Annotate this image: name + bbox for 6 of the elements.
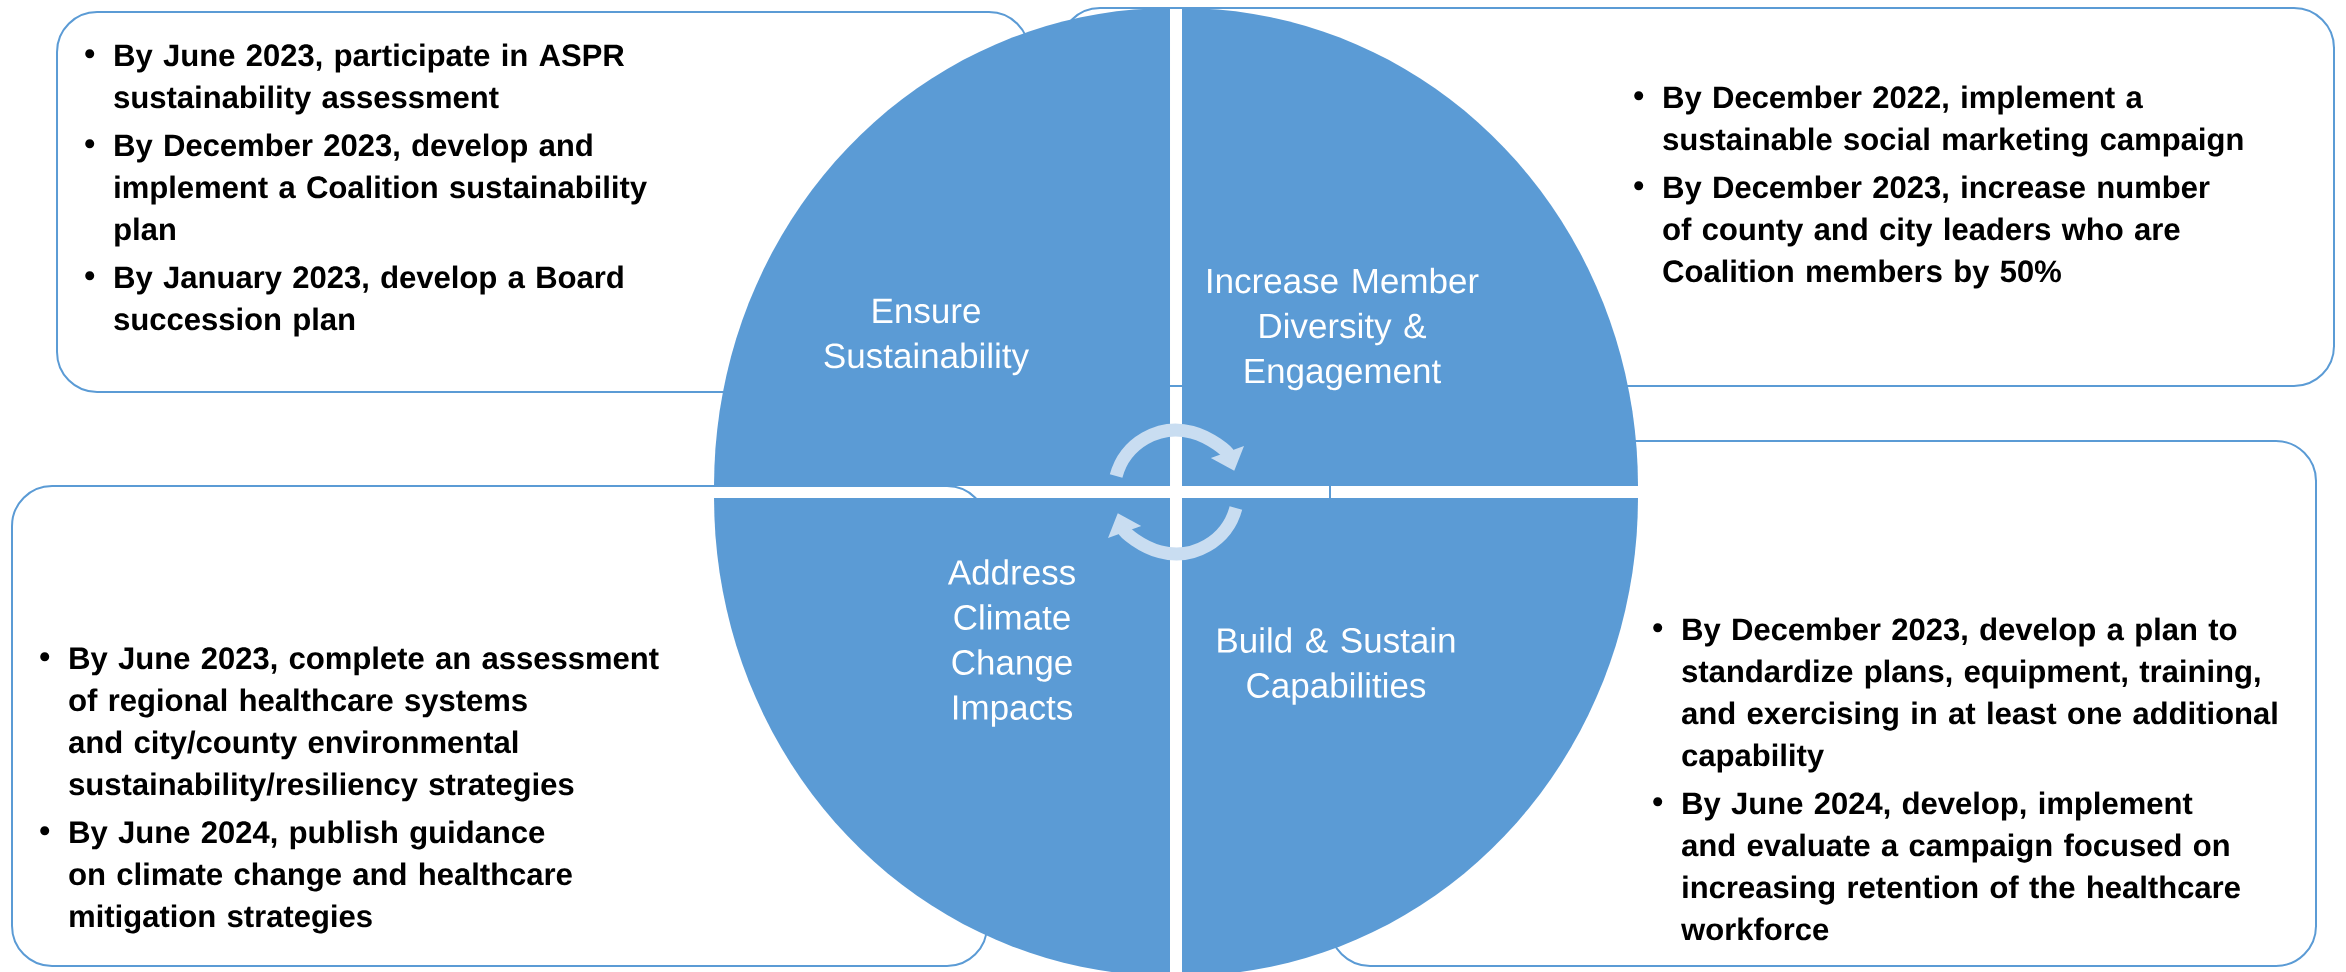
pie-quadrant: Increase Member Diversity & Engagement <box>1182 8 1638 486</box>
pie-quadrant: Build & Sustain Capabilities <box>1182 498 1638 972</box>
pie-quadrant: Ensure Sustainability <box>714 8 1170 486</box>
pie-quadrant: Address Climate Change Impacts <box>714 498 1170 972</box>
cycle-arrow <box>1108 505 1243 561</box>
cycle-arrow <box>1109 423 1244 479</box>
